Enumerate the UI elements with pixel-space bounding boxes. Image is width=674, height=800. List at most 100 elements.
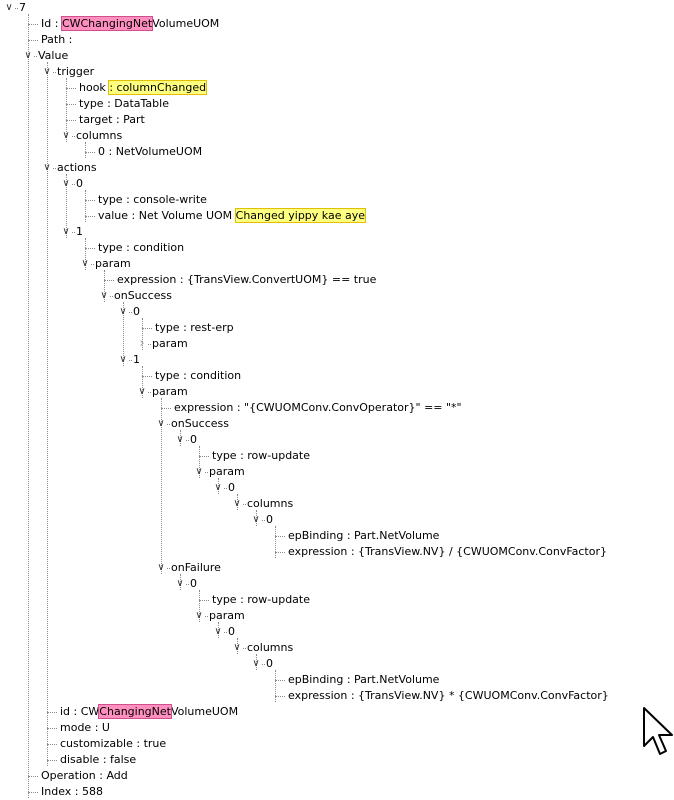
tree-connector-vertical (142, 366, 143, 398)
chevron-down-icon[interactable]: ∨ (214, 482, 222, 493)
tree-node-s1[interactable]: ∨1 (0, 352, 674, 368)
tree-node-hook[interactable]: hook : columnChanged (0, 80, 674, 96)
tree-node-s1type[interactable]: type : condition (0, 368, 674, 384)
tree-connector-horizontal (142, 328, 152, 329)
tree-node-label: trigger (57, 65, 95, 78)
tree-node-label: columns (247, 497, 294, 510)
tree-node-ss0cols[interactable]: ∨ columns (0, 496, 674, 512)
chevron-down-icon[interactable]: ∨ (62, 130, 70, 141)
tree-node-a1expr[interactable]: expression : {TransView.ConvertUOM} == t… (0, 272, 674, 288)
tree-connector-horizontal (148, 392, 151, 393)
tree-node-path[interactable]: Path : (0, 32, 674, 48)
tree-node-ss0[interactable]: ∨0 (0, 432, 674, 448)
chevron-down-icon[interactable]: ∨ (157, 418, 165, 429)
tree-node-vdis[interactable]: disable : false (0, 752, 674, 768)
chevron-right-icon[interactable]: › (139, 336, 145, 351)
chevron-down-icon[interactable]: ∨ (233, 642, 241, 653)
chevron-down-icon[interactable]: ∨ (176, 578, 184, 589)
tree-node-target[interactable]: target : Part (0, 112, 674, 128)
tree-node-vmode[interactable]: mode : U (0, 720, 674, 736)
tree-node-a1param[interactable]: ∨param (0, 256, 674, 272)
tree-node-ss0type[interactable]: type : row-update (0, 448, 674, 464)
tree-node-sf0cols[interactable]: ∨columns (0, 640, 674, 656)
tree-node-value[interactable]: ∨Value (0, 48, 674, 64)
chevron-down-icon[interactable]: ∨ (62, 226, 70, 237)
tree-node-trigger[interactable]: ∨ trigger (0, 64, 674, 80)
tree-node-label: columns (76, 129, 123, 142)
tree-node-ss0c0[interactable]: ∨0 (0, 512, 674, 528)
chevron-down-icon[interactable]: ∨ (24, 50, 32, 61)
tree-node-ss0expr[interactable]: expression : {TransView.NV} / {CWUOMConv… (0, 544, 674, 560)
tree-node-idx[interactable]: Index : 588 (0, 784, 674, 800)
chevron-down-icon[interactable]: ∨ (195, 466, 203, 477)
tree-connector-horizontal (161, 408, 171, 409)
tree-node-sf0expr[interactable]: expression : {TransView.NV} * {CWUOMConv… (0, 688, 674, 704)
chevron-down-icon[interactable]: ∨ (233, 498, 241, 509)
tree-node-a1[interactable]: ∨1 (0, 224, 674, 240)
tree-node-a1type[interactable]: type : condition (0, 240, 674, 256)
tree-connector-horizontal (47, 744, 57, 745)
tree-node-a0type[interactable]: type : console-write (0, 192, 674, 208)
tree-connector-vertical (66, 78, 67, 142)
tree-node-sf0param[interactable]: ∨param (0, 608, 674, 624)
tree-node-label: type : DataTable (79, 97, 169, 110)
tree-node-a1succ[interactable]: ∨onSuccess (0, 288, 674, 304)
chevron-down-icon[interactable]: ∨ (195, 610, 203, 621)
chevron-down-icon[interactable]: ∨ (119, 306, 127, 317)
tree-node-sf0c0[interactable]: ∨0 (0, 656, 674, 672)
chevron-down-icon[interactable]: ∨ (100, 290, 108, 301)
chevron-down-icon[interactable]: ∨ (119, 354, 127, 365)
tree-node-vid[interactable]: id : CWChangingNetVolumeUOM (0, 704, 674, 720)
tree-node-col0[interactable]: 0 : NetVolumeUOM (0, 144, 674, 160)
tree-node-label: expression : {TransView.ConvertUOM} == t… (117, 273, 377, 286)
tree-node-label: Path : (41, 33, 73, 46)
tree-connector-horizontal (72, 184, 75, 185)
chevron-down-icon[interactable]: ∨ (157, 562, 165, 573)
chevron-down-icon[interactable]: ∨ (62, 178, 70, 189)
chevron-down-icon[interactable]: ∨ (176, 434, 184, 445)
chevron-down-icon[interactable]: ∨ (252, 658, 260, 669)
tree-node-sf0bind[interactable]: epBinding : Part.NetVolume (0, 672, 674, 688)
tree-connector-horizontal (47, 760, 57, 761)
tree-node-label: type : console-write (98, 193, 207, 206)
tree-node-sf0type[interactable]: type : row-update (0, 592, 674, 608)
chevron-down-icon[interactable]: ∨ (43, 162, 51, 173)
tree-node-a0[interactable]: ∨0 (0, 176, 674, 192)
tree-node-actions[interactable]: ∨actions (0, 160, 674, 176)
tree-node-columns1[interactable]: ∨ columns (0, 128, 674, 144)
tree-node-s1param[interactable]: ∨param (0, 384, 674, 400)
tree-node-vcust[interactable]: customizable : true (0, 736, 674, 752)
tree-node-label: param (152, 337, 188, 350)
tree-node-sf0[interactable]: ∨0 (0, 576, 674, 592)
tree-node-s1fail[interactable]: ∨onFailure (0, 560, 674, 576)
tree-node-a0value[interactable]: value : Net Volume UOM Changed yippy kae… (0, 208, 674, 224)
tree-node-label: Index : 588 (41, 785, 103, 798)
tree-node-s1expr[interactable]: expression : "{CWUOMConv.ConvOperator}" … (0, 400, 674, 416)
tree-node-ss0param[interactable]: ∨param (0, 464, 674, 480)
tree-node-op[interactable]: Operation : Add (0, 768, 674, 784)
chevron-down-icon[interactable]: ∨ (43, 66, 51, 77)
chevron-down-icon[interactable]: ∨ (214, 626, 222, 637)
tree-node-type1[interactable]: type : DataTable (0, 96, 674, 112)
mouse-pointer-icon (643, 707, 673, 755)
chevron-down-icon[interactable]: ∨ (5, 2, 13, 13)
tree-node-s1succ[interactable]: ∨onSuccess (0, 416, 674, 432)
tree-node-r7[interactable]: ∨7 (0, 0, 674, 16)
tree-connector-horizontal (275, 536, 285, 537)
tree-node-sf0p0[interactable]: ∨0 (0, 624, 674, 640)
chevron-down-icon[interactable]: ∨ (138, 386, 146, 397)
tree-node-label: expression : {TransView.NV} * {CWUOMConv… (288, 689, 609, 702)
tree-node-id[interactable]: Id : CWChangingNetVolumeUOM (0, 16, 674, 32)
chevron-down-icon[interactable]: ∨ (81, 258, 89, 269)
chevron-down-icon[interactable]: ∨ (252, 514, 260, 525)
tree-connector-vertical (275, 670, 276, 702)
tree-node-ss0bind[interactable]: epBinding : Part.NetVolume (0, 528, 674, 544)
tree-connector-horizontal (72, 232, 75, 233)
tree-node-s0param[interactable]: › param (0, 336, 674, 352)
tree-node-ss0p0[interactable]: ∨0 (0, 480, 674, 496)
tree-connector-horizontal (28, 24, 38, 25)
tree-node-s0[interactable]: ∨0 (0, 304, 674, 320)
tree-node-s0type[interactable]: type : rest-erp (0, 320, 674, 336)
tree-connector-vertical (275, 526, 276, 558)
